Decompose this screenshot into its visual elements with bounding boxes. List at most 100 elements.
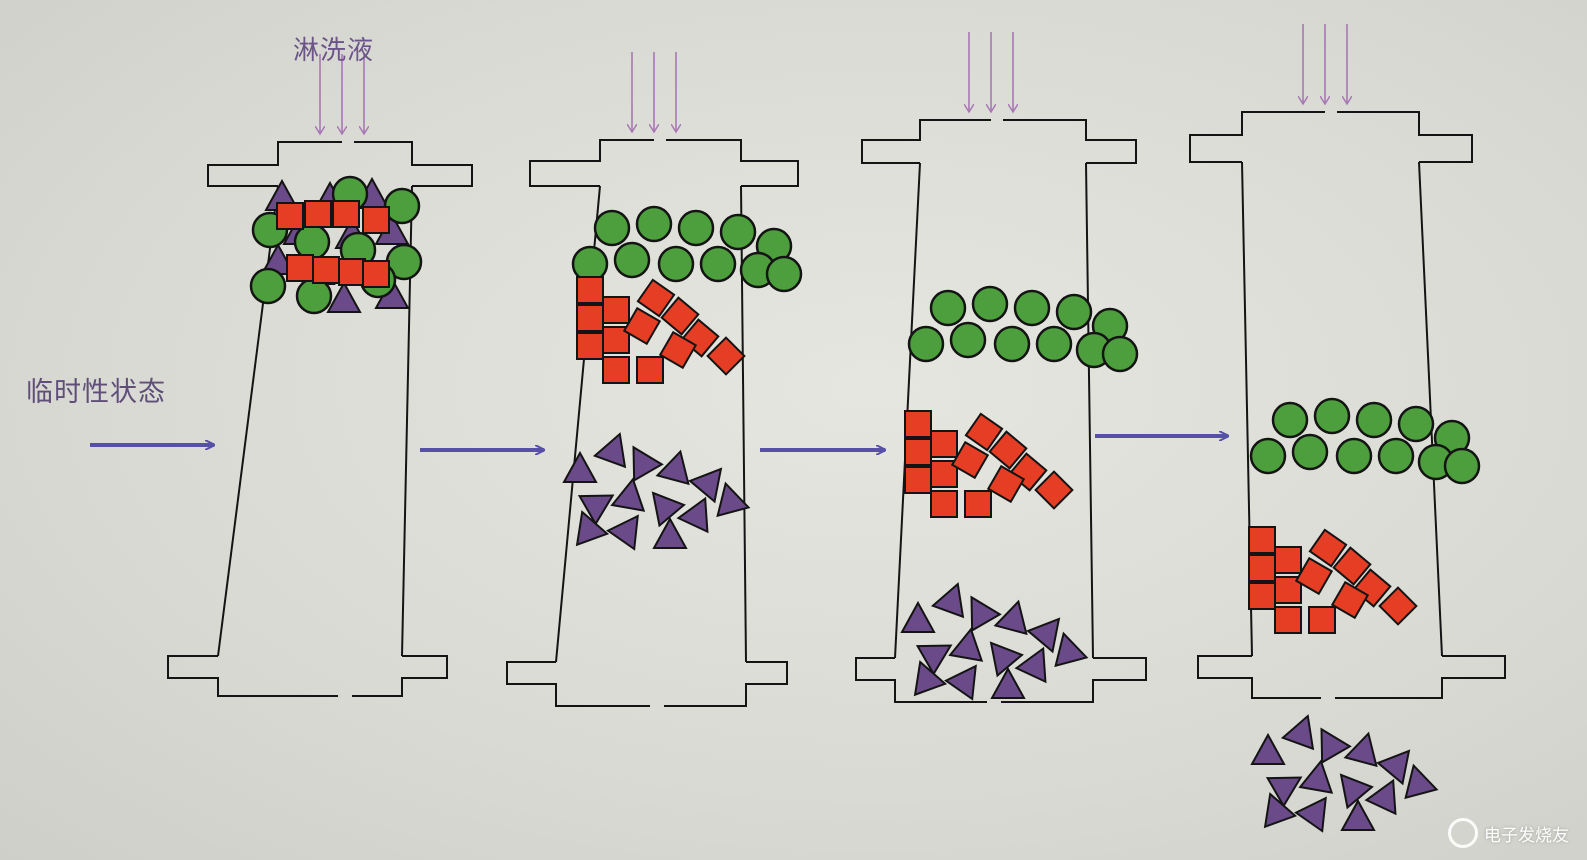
green-circle-particle xyxy=(907,325,945,363)
red-square-particle xyxy=(904,466,932,494)
green-circle-particle xyxy=(1035,325,1073,363)
red-square-particle xyxy=(988,430,1028,470)
red-square-particle xyxy=(1378,586,1418,626)
green-circle-particle xyxy=(765,255,803,293)
green-circle-particle xyxy=(293,223,331,261)
purple-triangle-particle xyxy=(1054,631,1089,668)
column-top-cap xyxy=(1189,111,1473,163)
green-circle-particle xyxy=(719,213,757,251)
green-circle-particle xyxy=(1013,289,1051,327)
green-circle-particle xyxy=(1271,401,1309,439)
red-square-particle xyxy=(660,296,700,336)
green-circle-particle xyxy=(249,267,287,305)
purple-triangle-particle xyxy=(326,280,362,313)
watermark: 电子发烧友 xyxy=(1448,818,1569,848)
purple-triangle-particle xyxy=(1014,646,1047,684)
purple-triangle-particle xyxy=(676,496,709,534)
green-circle-particle xyxy=(993,325,1031,363)
red-square-particle xyxy=(658,330,698,370)
green-circle-particle xyxy=(971,285,1009,323)
red-square-particle xyxy=(930,460,958,488)
red-square-particle xyxy=(622,306,662,346)
red-square-particle xyxy=(964,412,1004,452)
purple-triangle-particle xyxy=(716,481,751,518)
red-square-particle xyxy=(986,464,1026,504)
purple-triangle-particle xyxy=(575,510,610,547)
green-circle-particle xyxy=(1313,397,1351,435)
green-circle-particle xyxy=(295,277,333,315)
purple-triangle-particle xyxy=(1265,776,1303,808)
green-circle-particle xyxy=(1335,437,1373,475)
purple-triangle-particle xyxy=(1263,792,1298,829)
purple-triangle-particle xyxy=(562,450,598,483)
purple-triangle-particle xyxy=(606,514,639,551)
purple-triangle-particle xyxy=(610,477,646,512)
purple-triangle-particle xyxy=(1340,798,1376,831)
green-circle-particle xyxy=(383,187,421,225)
red-square-particle xyxy=(904,410,932,438)
purple-triangle-particle xyxy=(1376,749,1411,786)
green-circle-particle xyxy=(635,205,673,243)
red-square-particle xyxy=(904,438,932,466)
red-square-particle xyxy=(636,278,676,318)
green-circle-particle xyxy=(1249,437,1287,475)
purple-triangle-particle xyxy=(913,660,948,697)
stage-2-bands xyxy=(562,205,803,551)
purple-triangle-particle xyxy=(970,595,1002,633)
red-square-particle xyxy=(362,206,390,234)
purple-triangle-particle xyxy=(632,445,664,483)
green-circle-particle xyxy=(1443,447,1481,485)
red-square-particle xyxy=(930,430,958,458)
column-3 xyxy=(855,32,1147,703)
green-circle-particle xyxy=(699,245,737,283)
purple-triangle-particle xyxy=(1294,796,1327,833)
green-circle-particle xyxy=(1355,401,1393,439)
green-circle-particle xyxy=(1101,335,1139,373)
column-top-cap xyxy=(529,139,799,187)
red-square-particle xyxy=(1034,470,1074,510)
eluent-label: 淋洗液 xyxy=(293,36,375,66)
purple-triangle-particle xyxy=(688,467,723,504)
purple-triangle-particle xyxy=(915,644,953,676)
column-bottom-cap xyxy=(167,655,448,697)
red-square-particle xyxy=(576,304,604,332)
red-square-particle xyxy=(1308,528,1348,568)
stage-3-bands xyxy=(900,285,1139,701)
red-square-particle xyxy=(636,356,664,384)
red-square-particle xyxy=(304,200,332,228)
red-square-particle xyxy=(1248,582,1276,610)
purple-triangle-particle xyxy=(990,666,1026,699)
red-square-particle xyxy=(964,490,992,518)
red-square-particle xyxy=(1248,554,1276,582)
red-square-particle xyxy=(286,254,314,282)
watermark-logo-icon xyxy=(1448,818,1478,848)
purple-triangle-particle xyxy=(651,491,686,528)
column-bottom-cap xyxy=(506,661,788,707)
red-square-particle xyxy=(1248,526,1276,554)
column-right-wall xyxy=(1085,162,1094,659)
purple-triangle-particle xyxy=(944,664,977,701)
red-square-particle xyxy=(930,490,958,518)
red-square-particle xyxy=(1308,606,1336,634)
purple-triangle-particle xyxy=(1250,732,1286,765)
green-circle-particle xyxy=(571,245,609,283)
column-left-wall xyxy=(217,185,279,657)
green-circle-particle xyxy=(593,209,631,247)
column-bottom-cap xyxy=(855,657,1147,703)
purple-triangle-particle xyxy=(1298,759,1334,794)
red-square-particle xyxy=(1330,580,1370,620)
green-circle-particle xyxy=(1397,405,1435,443)
purple-triangle-particle xyxy=(993,599,1028,636)
red-square-particle xyxy=(362,260,390,288)
purple-triangle-particle xyxy=(1343,731,1378,768)
red-square-particle xyxy=(602,356,630,384)
red-square-particle xyxy=(1274,546,1302,574)
watermark-text: 电子发烧友 xyxy=(1484,825,1569,846)
purple-triangle-particle xyxy=(900,600,936,633)
purple-triangle-particle xyxy=(930,582,965,619)
red-square-particle xyxy=(950,440,990,480)
green-circle-particle xyxy=(677,209,715,247)
red-square-particle xyxy=(576,332,604,360)
red-square-particle xyxy=(602,296,630,324)
